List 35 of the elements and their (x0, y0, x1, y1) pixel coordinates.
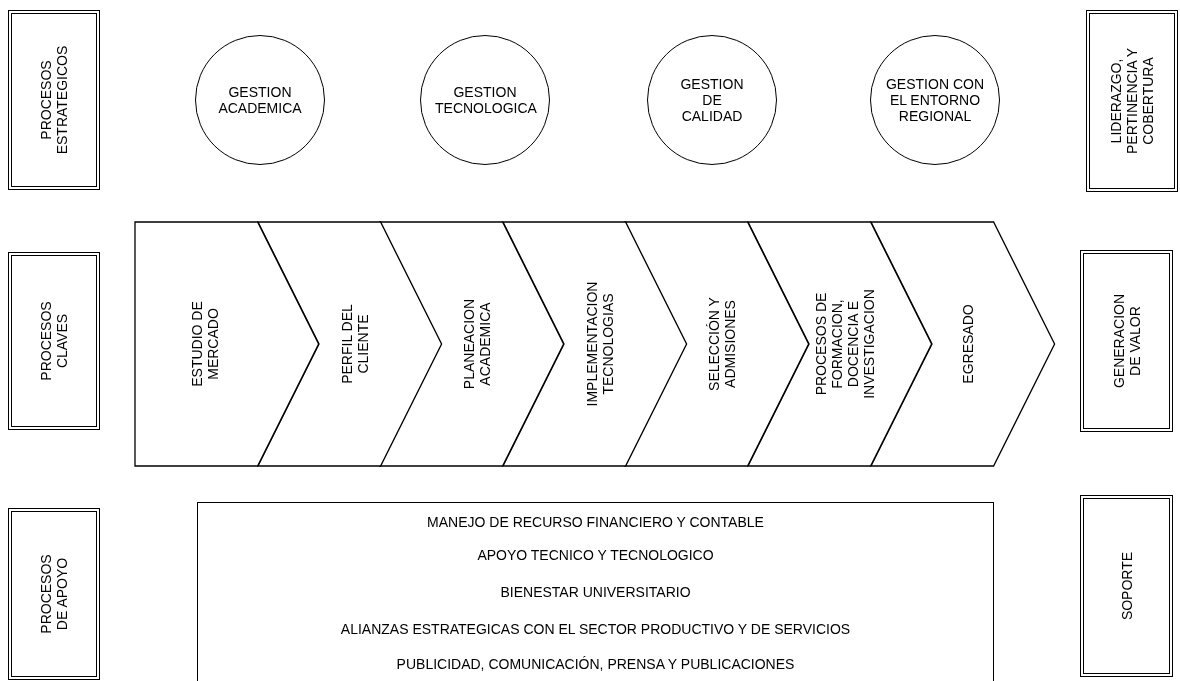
category-label: PROCESOS DE APOYO (37, 553, 71, 636)
category-label: LIDERAZGO, PERTINENCIA Y COBERTURA (1107, 46, 1157, 157)
chevron-step (502, 222, 687, 466)
step-label: PLANEACION ACADEMICA (461, 297, 494, 392)
category-box (1086, 10, 1178, 192)
chevron-step (380, 222, 564, 466)
process-label: GESTION CON EL ENTORNO REGIONAL (885, 75, 985, 125)
step-label: PROCESOS DE FORMACION, DOCENCIA E INVESTIGACION (812, 288, 878, 401)
chevron-step (135, 222, 319, 466)
step-label: IMPLEMENTACION TECNOLOGIAS (583, 280, 616, 409)
process-label: GESTION TECNOLOGICA (435, 83, 535, 117)
category-label: SOPORTE (1118, 550, 1135, 623)
chevron-step (625, 222, 809, 466)
category-box (8, 252, 100, 430)
category-label: PROCESOS ESTRATEGICOS (37, 44, 71, 157)
step-label: PERFIL DEL CLIENTE (338, 303, 371, 386)
category-box (8, 508, 100, 680)
category-box (8, 10, 100, 190)
support-item: BIENESTAR UNIVERSITARIO (499, 584, 692, 600)
category-label: PROCESOS CLAVES (37, 300, 71, 383)
chevron-step (257, 222, 442, 466)
process-label: GESTION DE CALIDAD (679, 75, 745, 125)
chevron-step (748, 222, 932, 466)
category-box (1080, 495, 1173, 677)
step-label: EGRESADO (959, 303, 976, 386)
support-item: MANEJO DE RECURSO FINANCIERO Y CONTABLE (426, 514, 765, 530)
support-item: APOYO TECNICO Y TECNOLOGICO (476, 547, 715, 563)
step-label: ESTUDIO DE MERCADO (188, 300, 222, 389)
category-label: GENERACION DE VALOR (1110, 292, 1143, 391)
category-box (1080, 250, 1173, 432)
support-panel (197, 502, 994, 681)
step-label: SELECCIÓN Y ADMISIONES (706, 296, 739, 393)
process-label: GESTION ACADEMICA (217, 83, 303, 117)
support-item: PUBLICIDAD, COMUNICACIÓN, PRENSA Y PUBLICACIONES (395, 656, 796, 672)
support-item: ALIANZAS ESTRATEGICAS CON EL SECTOR PRODUCTIVO Y DE SERVICIOS (339, 621, 852, 637)
